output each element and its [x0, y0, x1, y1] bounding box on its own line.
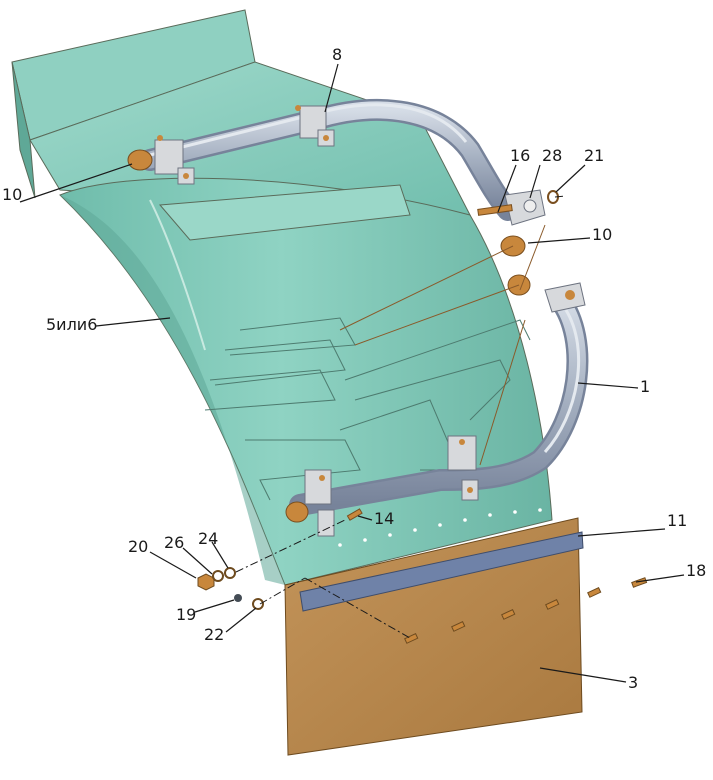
label-11: 11	[667, 511, 687, 530]
emboss-pattern	[204, 317, 531, 501]
rubber-pad-lower	[285, 501, 309, 523]
label-19: 19	[176, 605, 196, 624]
label-24: 24	[198, 529, 218, 548]
label-8: 8	[332, 45, 342, 64]
mudflap-strip	[299, 531, 584, 612]
label-18: 18	[686, 561, 706, 580]
bolt-16	[477, 204, 513, 216]
mudflap-bolts	[404, 577, 648, 644]
pad-guide-lines	[339, 224, 546, 466]
hardware-left	[197, 567, 264, 610]
label-16: 16	[510, 146, 530, 165]
label-14: 14	[374, 509, 394, 528]
rubber-pad-upper	[127, 149, 153, 171]
label-26: 26	[164, 533, 184, 552]
label-28: 28	[542, 146, 562, 165]
mudflap	[284, 517, 648, 756]
label-22: 22	[204, 625, 224, 644]
label-3: 3	[628, 673, 638, 692]
assembly-axes	[235, 195, 566, 639]
fender-body	[59, 177, 553, 586]
callout-labels: 8 10 16 28 21 10 5или6 1 11 14 20 26 24 …	[2, 45, 706, 692]
label-20: 20	[128, 537, 148, 556]
bolt-14	[346, 508, 363, 521]
label-10-left: 10	[2, 185, 22, 204]
label-10-right: 10	[592, 225, 612, 244]
leader-lines	[19, 63, 685, 683]
lower-tube-bracket	[289, 282, 589, 537]
label-5-or-6: 5или6	[46, 315, 97, 334]
label-1: 1	[640, 377, 650, 396]
mounting-holes	[338, 508, 542, 547]
upper-tube-bracket	[139, 99, 546, 226]
label-21: 21	[584, 146, 604, 165]
